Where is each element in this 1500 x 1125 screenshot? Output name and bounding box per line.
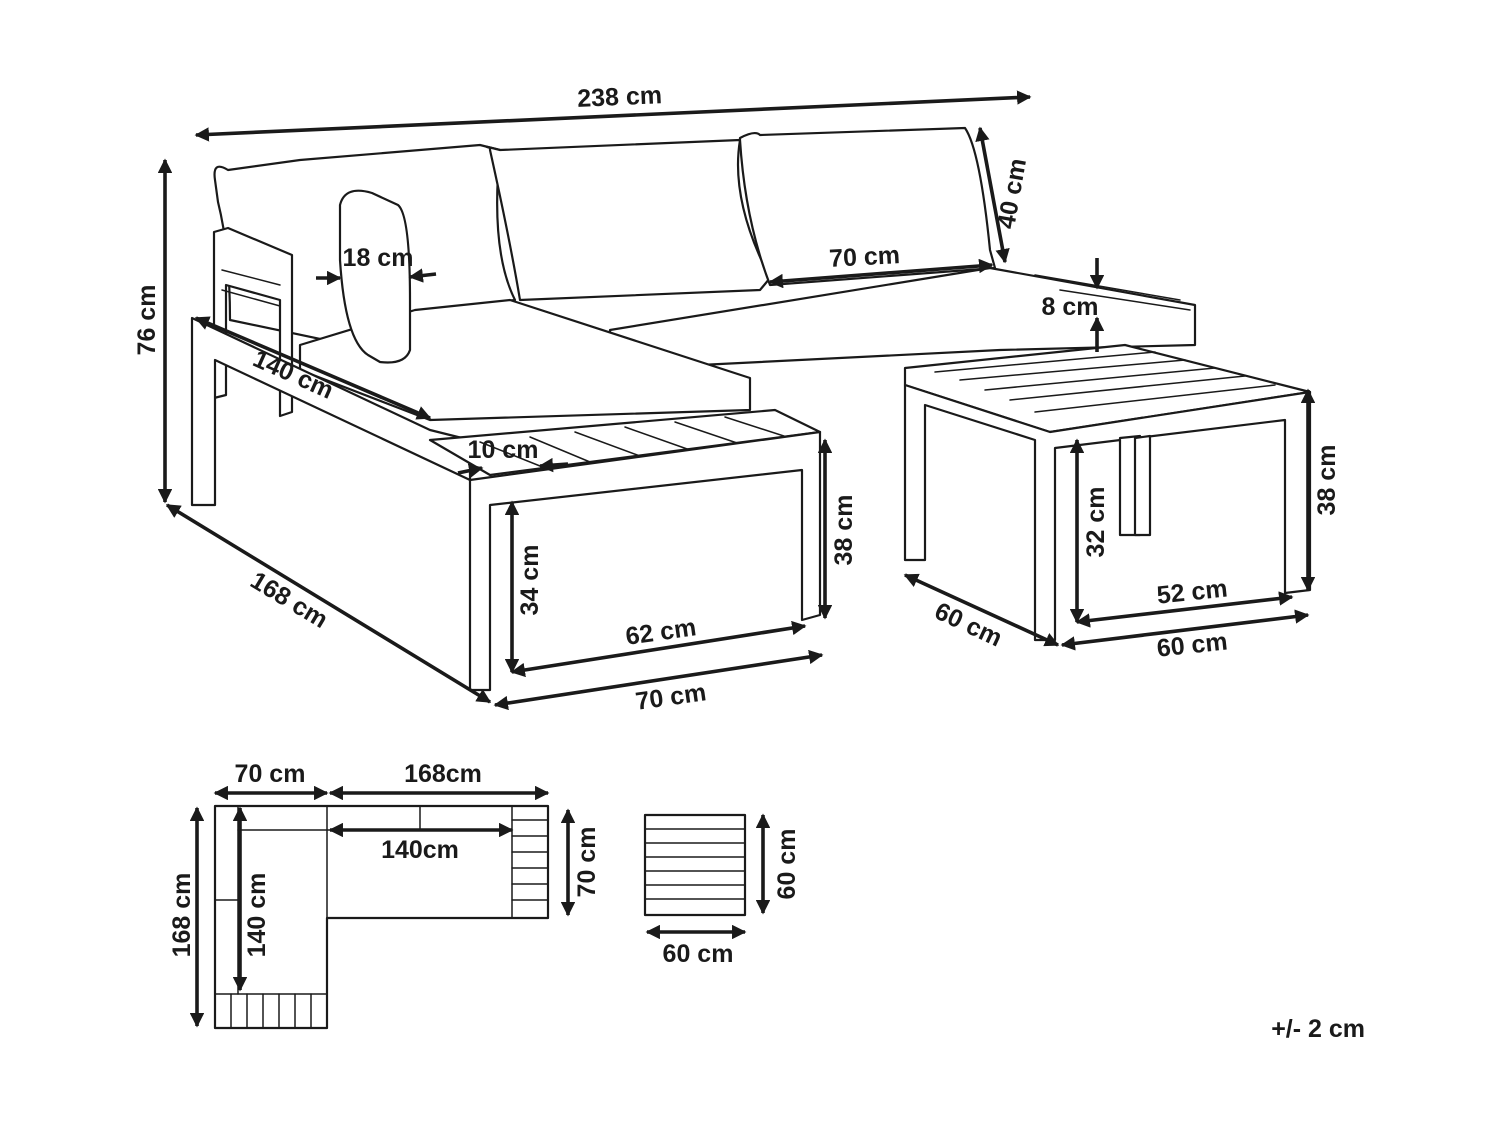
label-back-cushion-width: 70 cm: [828, 241, 900, 273]
table-illustration: [903, 343, 1312, 642]
label-plan-sofa-depth: 70 cm: [573, 827, 601, 898]
label-table-clearance-height: 32 cm: [1082, 487, 1110, 558]
label-table-width: 60 cm: [1155, 627, 1228, 662]
label-pillow-thickness: 18 cm: [343, 244, 414, 272]
label-plan-chaise-width: 70 cm: [235, 760, 306, 788]
label-chaise-clearance-height: 34 cm: [516, 545, 544, 616]
label-overall-width: 238 cm: [577, 81, 663, 113]
label-chaise-width: 70 cm: [634, 678, 708, 716]
plan-view-table: [643, 813, 747, 917]
label-plan-cushion-length-v: 140 cm: [243, 873, 271, 958]
label-plan-table-depth: 60 cm: [773, 829, 801, 900]
label-seat-frame-thickness: 8 cm: [1042, 293, 1099, 321]
label-plan-sofa-length: 168cm: [404, 760, 482, 788]
label-back-cushion-height: 40 cm: [992, 156, 1032, 231]
label-table-height: 38 cm: [1313, 445, 1341, 516]
label-slat-edge-width: 10 cm: [468, 436, 539, 464]
label-total-height: 76 cm: [133, 285, 161, 356]
label-plan-cushion-length-h: 140cm: [381, 836, 459, 864]
label-plan-table-width: 60 cm: [663, 940, 734, 968]
label-plan-chaise-length: 168 cm: [168, 873, 196, 958]
tolerance-note: +/- 2 cm: [1271, 1015, 1365, 1043]
label-chaise-height: 38 cm: [830, 495, 858, 566]
back-cushion-middle: [485, 138, 772, 302]
